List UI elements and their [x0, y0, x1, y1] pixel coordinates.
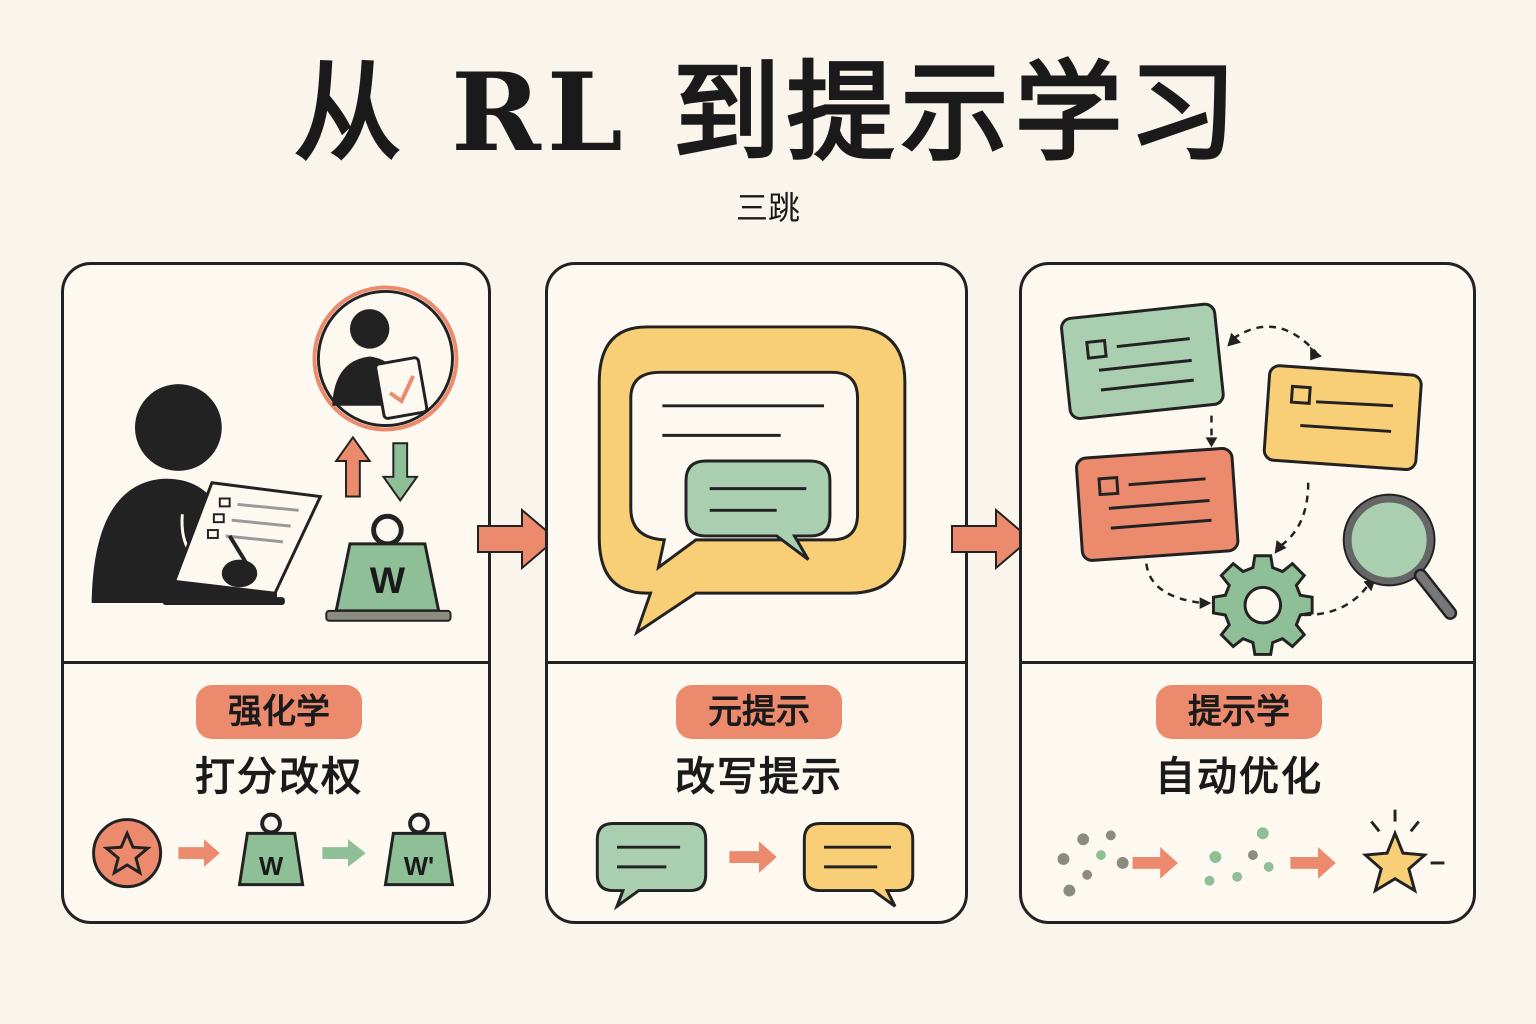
panel-tag: 提示学 — [1156, 685, 1322, 739]
card-icon — [1262, 364, 1423, 471]
weight-label: W — [370, 559, 406, 601]
flow-weight-before: W — [259, 853, 284, 881]
weight-icon: W — [325, 513, 452, 622]
page-title: 从 RL 到提示学习 — [293, 50, 1243, 176]
panel-tag: 元提示 — [676, 685, 842, 739]
arrow-right-icon — [1132, 847, 1178, 879]
arrow-right-icon — [178, 839, 220, 867]
arrow-right-icon — [477, 507, 558, 571]
chat-bubble-icon — [595, 822, 708, 911]
meta-prompt-illustration — [597, 325, 907, 637]
flow-weight-after: W' — [404, 853, 434, 881]
weight-icon: W' — [383, 812, 455, 887]
page-subtitle: 三跳 — [735, 189, 800, 227]
scattered-dots — [1057, 830, 1129, 897]
rl-illustration: W — [91, 285, 459, 622]
panel-divider — [1022, 661, 1473, 664]
star-icon — [92, 818, 163, 889]
panel-caption: 改写提示 — [675, 754, 843, 800]
rl-flow: W W' — [92, 812, 455, 889]
panel-caption: 打分改权 — [195, 754, 363, 800]
meta-prompt-flow — [595, 822, 915, 911]
arrow-right-icon — [322, 839, 366, 867]
reviewer-icon — [312, 285, 459, 432]
card-icon — [1060, 302, 1225, 420]
panel-meta-prompt: 元提示 改写提示 — [545, 262, 968, 924]
prompt-learning-illustration — [1060, 302, 1458, 656]
arrow-right-icon — [1290, 847, 1336, 879]
arrow-right-icon — [951, 507, 1032, 571]
card-icon — [1075, 447, 1240, 562]
chat-bubble-icon — [802, 822, 915, 908]
panel-divider — [548, 661, 965, 664]
panel-caption: 自动优化 — [1155, 754, 1323, 800]
panel-rl: W 强化学 打分改权 W — [61, 262, 491, 924]
star-icon — [1361, 809, 1445, 894]
panel-prompt-learning: 提示学 自动优化 — [1019, 262, 1476, 924]
arrow-right-icon — [729, 841, 777, 873]
weight-icon: W — [237, 812, 305, 887]
feedback-arrows — [334, 435, 419, 503]
converging-dots — [1204, 827, 1274, 886]
person-writing-icon — [91, 384, 323, 605]
chat-bubble-icon — [684, 459, 832, 561]
panel-tag: 强化学 — [196, 685, 362, 739]
magnifier-icon — [1342, 493, 1458, 620]
gear-icon — [1211, 554, 1314, 656]
loop-arrows — [1145, 325, 1371, 617]
prompt-learning-flow — [1057, 809, 1445, 897]
panel-divider — [64, 661, 488, 664]
